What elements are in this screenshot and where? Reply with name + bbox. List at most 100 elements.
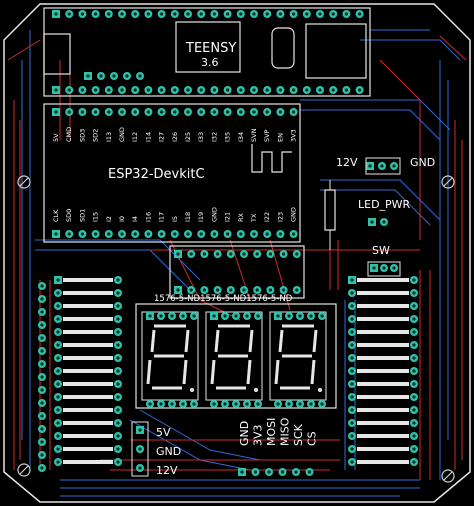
right-driver-pad-0-10-hole <box>350 408 354 412</box>
right-driver-pad-1-3-hole <box>412 317 416 321</box>
esp32-top-pad-17-hole <box>278 110 282 114</box>
digit-top-pad-hole <box>309 314 313 318</box>
left-driver-pad-0-7-hole <box>56 369 60 373</box>
digit-outline <box>269 311 327 401</box>
esp32-bottom-pad-10-hole <box>186 232 190 236</box>
left-outer-pad-hole <box>40 466 44 470</box>
teensy-top-pad-4-hole <box>107 12 111 16</box>
teensy-top-pad-18-hole <box>292 12 296 16</box>
left-outer-pad-hole <box>40 401 44 405</box>
resistor-body <box>63 343 113 347</box>
teensy-top-pad-8-hole <box>160 12 164 16</box>
decimal-point <box>318 388 322 392</box>
digit-bottom-pad-hole <box>245 402 249 406</box>
mid-header-top-pad-1-hole <box>189 252 193 256</box>
esp32-top-pad-18-hole <box>292 110 296 114</box>
seven-segment-digits <box>141 311 327 408</box>
esp32-top-pad-8-hole <box>160 110 164 114</box>
teensy-top-pad-19-hole <box>305 12 309 16</box>
teensy-bottom-pin-row <box>52 86 364 94</box>
esp32-bottom-pad-11-hole <box>199 232 203 236</box>
power-connector-pad-hole <box>138 428 142 432</box>
resistor-body <box>357 317 409 321</box>
mount-hole-bl <box>17 463 31 477</box>
esp32-top-pin-label: I25 <box>184 132 192 142</box>
digit-top-pad-hole <box>256 314 260 318</box>
label-gnd-right: GND <box>410 156 435 169</box>
mid-header-top-pad-3-hole <box>216 252 220 256</box>
esp32-top-pad-11-hole <box>199 110 203 114</box>
right-driver-pad-1-10-hole <box>412 408 416 412</box>
teensy-version: 3.6 <box>201 56 219 69</box>
left-driver-pad-1-8-hole <box>116 382 120 386</box>
left-driver-pad-1-3-hole <box>116 317 120 321</box>
sd-card-socket <box>305 23 367 79</box>
esp32-top-pin-label: SVP <box>263 129 271 142</box>
resistor-body <box>357 304 409 308</box>
mount-hole-br <box>441 469 455 483</box>
teensy-bottom-pad-7-hole <box>146 88 150 92</box>
left-driver-pad-1-11-hole <box>116 421 120 425</box>
teensy-top-pad-3-hole <box>94 12 98 16</box>
mid-header-label: 1576-5-ND1576-5-ND1576-5-ND <box>154 294 293 304</box>
esp32-bottom-pin-row <box>52 230 298 238</box>
esp32-bottom-pin-label: SD0 <box>65 209 73 222</box>
resistor-body <box>63 434 113 438</box>
digit-outline <box>141 311 199 401</box>
esp32-top-pad-15-hole <box>252 110 256 114</box>
resistor-body <box>357 369 409 373</box>
teensy-inner-pad-1-hole <box>99 74 103 78</box>
teensy-top-pad-1-hole <box>67 12 71 16</box>
left-driver-pad-1-1-hole <box>116 291 120 295</box>
right-driver-pad-1-1-hole <box>412 291 416 295</box>
right-driver-pad-1-9-hole <box>412 395 416 399</box>
esp32-top-pad-16-hole <box>265 110 269 114</box>
teensy-bottom-pad-10-hole <box>186 88 190 92</box>
resistor-body <box>63 317 113 321</box>
teensy-label: TEENSY <box>185 41 236 56</box>
label-sw: SW <box>372 244 390 257</box>
teensy-bottom-pad-22-hole <box>344 88 348 92</box>
teensy-bottom-pad-15-hole <box>252 88 256 92</box>
digit-segment <box>146 359 152 385</box>
esp32-bottom-pad-0-hole <box>54 232 58 236</box>
mid-header-bottom-pad-6-hole <box>255 288 259 292</box>
teensy-bottom-pad-20-hole <box>318 88 322 92</box>
esp32-top-pad-2-hole <box>80 110 84 114</box>
resistor-body <box>357 395 409 399</box>
spi-label: SCK <box>292 423 305 446</box>
digit-segment <box>182 359 188 385</box>
esp32-top-pin-row <box>52 108 298 116</box>
esp32-bottom-pad-8-hole <box>160 232 164 236</box>
digit-bottom-pad-hole <box>287 402 291 406</box>
digit-bottom-pad-hole <box>159 402 163 406</box>
power-connector-pad-hole <box>138 466 142 470</box>
resistor-body <box>63 356 113 360</box>
mid-header-bottom-pad-8-hole <box>282 288 286 292</box>
digit-top-pad-hole <box>245 314 249 318</box>
esp32-bottom-pad-5-hole <box>120 232 124 236</box>
right-driver-pad-1-4-hole <box>412 330 416 334</box>
esp32-bottom-pad-2-hole <box>80 232 84 236</box>
teensy-bottom-pad-8-hole <box>160 88 164 92</box>
left-driver-pad-0-11-hole <box>56 421 60 425</box>
teensy-top-pad-15-hole <box>252 12 256 16</box>
esp32-bottom-pin-label: I16 <box>144 212 152 222</box>
resistor-body <box>357 421 409 425</box>
right-driver-pad-0-9-hole <box>350 395 354 399</box>
digit-segment <box>184 329 190 353</box>
right-driver-pad-0-14-hole <box>350 460 354 464</box>
spi-label: GND <box>238 421 251 446</box>
digit-top-pad-hole <box>287 314 291 318</box>
teensy-top-pad-14-hole <box>239 12 243 16</box>
power-in-outline <box>365 157 401 175</box>
esp32-bottom-pad-18-hole <box>292 232 296 236</box>
mid-header-top-pad-9-hole <box>295 252 299 256</box>
spi-pad-hole <box>240 470 244 474</box>
teensy-bottom-pad-16-hole <box>265 88 269 92</box>
esp32-bottom-pad-15-hole <box>252 232 256 236</box>
resistor-body <box>63 421 113 425</box>
esp32-antenna <box>251 144 292 173</box>
resistor-body <box>357 408 409 412</box>
